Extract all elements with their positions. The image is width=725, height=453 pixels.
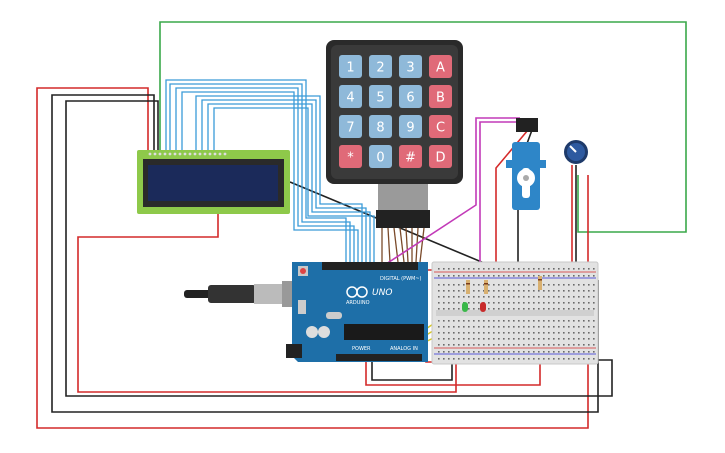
keypad-key-label: 4 [346,91,354,106]
keypad-key-label: 7 [346,121,354,136]
keypad-key-label: 5 [376,91,384,106]
keypad-key-label: 1 [346,61,354,76]
breadboard-holes [438,268,595,360]
keypad-key-label: 8 [376,121,384,136]
keypad-key-label: 9 [406,121,414,136]
keypad-key-label: * [347,151,354,166]
arduino-power-label: POWER [352,346,371,352]
keypad-key[interactable]: 0 [369,145,392,168]
keypad-key[interactable]: * [339,145,362,168]
keypad-key[interactable]: 2 [369,55,392,78]
arduino-digital-label: DIGITAL (PWM~) [380,276,422,282]
lcd-display [137,150,290,214]
keypad-key-label: 3 [406,61,414,76]
keypad-key[interactable]: C [429,115,452,138]
keypad-key[interactable]: # [399,145,422,168]
keypad-key-label: B [436,91,445,106]
keypad-key-label: D [435,151,445,166]
potentiometer [564,140,588,164]
wires [36,21,687,429]
wire-magenta-1 [479,121,520,285]
keypad-key-label: A [436,61,445,76]
keypad-key[interactable]: 7 [339,115,362,138]
arduino-logo [346,286,368,298]
resistor-2 [484,280,488,294]
lcd-pins [148,152,227,156]
keypad-key[interactable]: 4 [339,85,362,108]
resistor-1 [466,280,470,294]
arduino-brand-label: ARDUINO [346,300,370,306]
wire-red-lcd [77,213,457,393]
keypad-header [376,210,430,228]
wire-black-bottom [371,360,453,381]
keypad-key-label: 0 [376,151,384,166]
keypad: 1 2 3 A 4 5 6 B 7 8 9 C * 0 # D [326,40,463,228]
breadboard [431,261,599,365]
servo-motor [506,118,546,210]
resistor-3 [538,276,542,290]
keypad-key-label: # [405,151,416,166]
wire-green-loop [159,21,687,233]
keypad-key[interactable]: D [429,145,452,168]
wire-blue-bus [165,79,375,262]
wire-magenta-2 [379,117,520,269]
keypad-key-label: 6 [406,91,414,106]
keypad-key-label: C [436,121,445,136]
wire-red-outer [36,87,589,429]
keypad-key[interactable]: 5 [369,85,392,108]
usb-cable [184,281,296,307]
led-green [462,302,468,312]
keypad-keys: 1 2 3 A 4 5 6 B 7 8 9 C * 0 # D [339,55,452,168]
wire-black-2 [65,100,613,397]
wire-black-1 [51,94,599,413]
keypad-key[interactable]: 3 [399,55,422,78]
keypad-key-label: 2 [376,61,384,76]
led-red [480,302,486,312]
arduino-uno: UNO ARDUINO DIGITAL (PWM~) POWER ANALOG … [286,262,428,362]
keypad-key[interactable]: 9 [399,115,422,138]
lcd-screen [148,165,278,201]
keypad-key[interactable]: 1 [339,55,362,78]
arduino-uno-label: UNO [372,288,392,298]
wire-keypad-header [381,227,425,263]
keypad-key[interactable]: B [429,85,452,108]
arduino-analog-label: ANALOG IN [390,346,418,352]
keypad-ribbon [378,184,428,212]
keypad-key[interactable]: A [429,55,452,78]
atmega-chip [344,324,424,340]
keypad-key[interactable]: 6 [399,85,422,108]
keypad-key[interactable]: 8 [369,115,392,138]
